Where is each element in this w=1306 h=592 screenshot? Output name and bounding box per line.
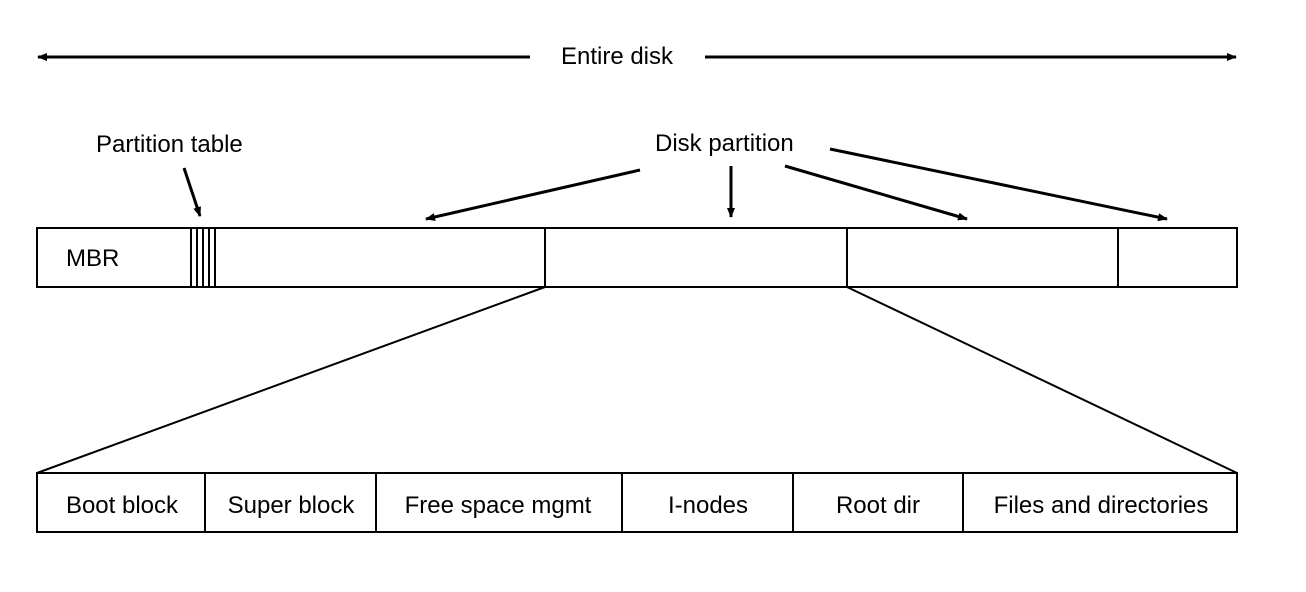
partition-table-label: Partition table [96,131,243,158]
expansion-line-left [36,286,546,474]
disk-partition-label: Disk partition [655,130,794,157]
i-nodes-label: I-nodes [668,492,748,519]
mbr-label: MBR [66,245,119,272]
free-space-mgmt-label: Free space mgmt [405,492,592,519]
partition-layout-bar [36,472,1238,533]
root-dir-label: Root dir [836,492,920,519]
boot-block-label: Boot block [66,492,179,519]
disk-partition-arrow-4 [829,147,1168,222]
super-block-label: Super block [228,492,356,519]
files-and-directories-label: Files and directories [994,492,1209,519]
disk-partition-arrow-3 [784,164,968,221]
expansion-line-right [846,286,1238,474]
disk-bar [36,227,1238,288]
entire-disk-label: Entire disk [561,43,674,70]
partition-table-arrow [182,167,202,217]
disk-partition-arrow-1 [425,168,641,221]
